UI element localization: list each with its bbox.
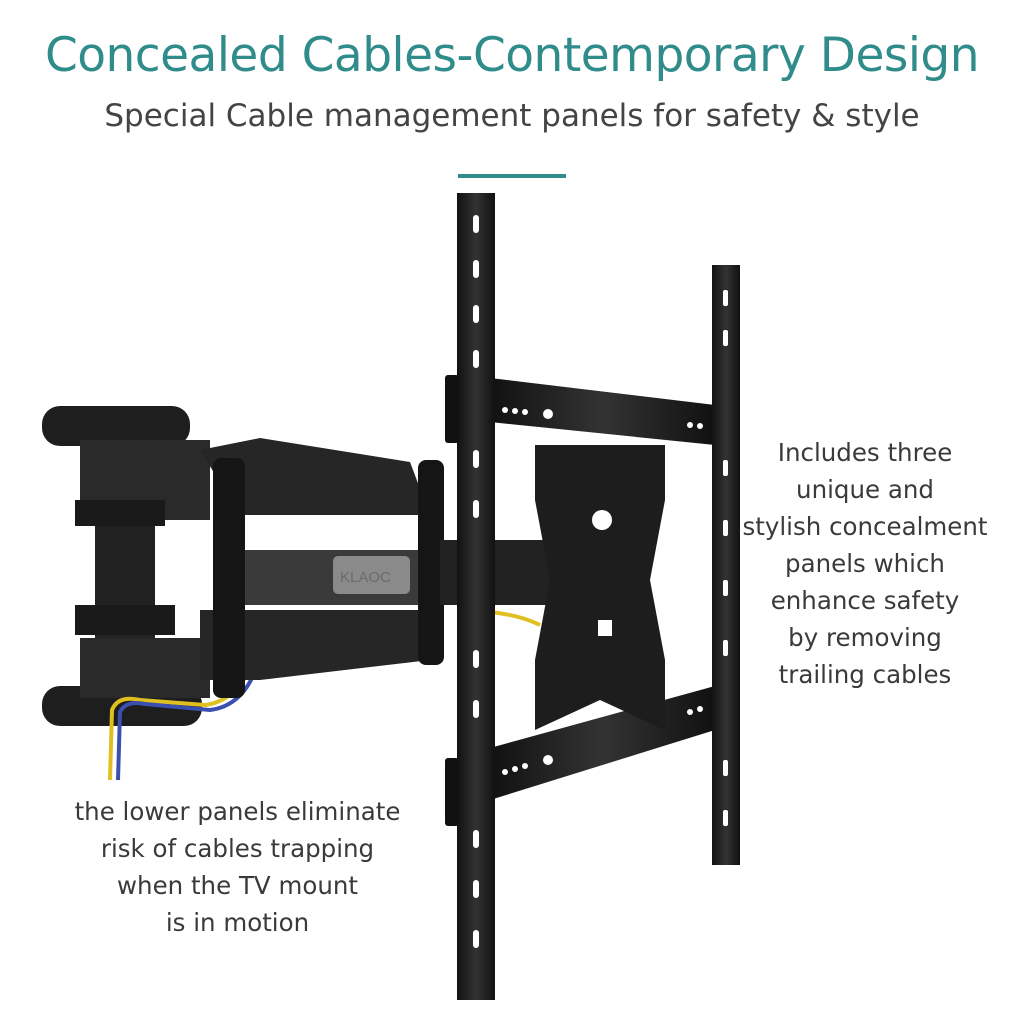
- caption-line: stylish concealment: [742, 512, 988, 541]
- caption-line: enhance safety: [770, 586, 960, 615]
- page-subtitle: Special Cable management panels for safe…: [104, 98, 920, 134]
- left-caption: the lower panels eliminate risk of cable…: [60, 793, 415, 941]
- caption-line: the lower panels eliminate: [74, 797, 401, 826]
- caption-line: is in motion: [165, 908, 310, 937]
- caption-line: trailing cables: [778, 660, 952, 689]
- page-title: Concealed Cables-Contemporary Design: [44, 28, 980, 83]
- tv-bracket: [445, 193, 740, 1000]
- title-divider: [458, 174, 566, 178]
- brand-badge: [333, 556, 410, 594]
- caption-line: risk of cables trapping: [100, 834, 375, 863]
- brand-logo: KLAOC: [340, 569, 391, 586]
- wall-plate: [42, 406, 210, 726]
- swing-arms: KLAOC: [200, 438, 550, 698]
- caption-line: unique and: [796, 475, 934, 504]
- caption-line: by removing: [788, 623, 942, 652]
- caption-line: panels which: [785, 549, 945, 578]
- right-caption: Includes three unique and stylish concea…: [735, 434, 995, 693]
- caption-line: Includes three: [777, 438, 953, 467]
- caption-line: when the TV mount: [117, 871, 358, 900]
